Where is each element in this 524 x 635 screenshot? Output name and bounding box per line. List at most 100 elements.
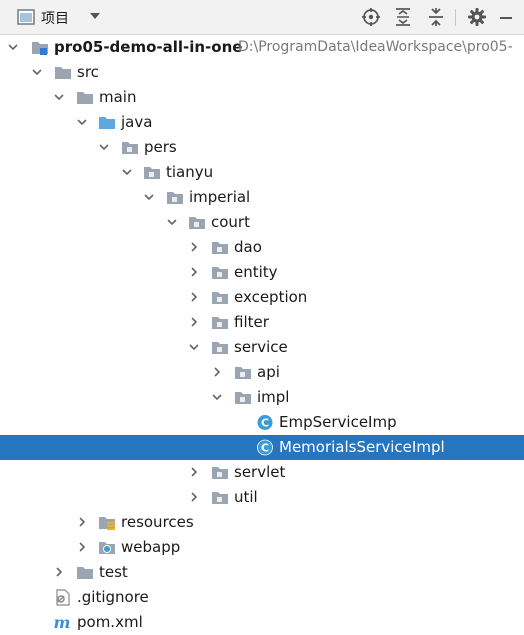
folder-icon <box>77 92 93 104</box>
project-view-icon[interactable] <box>17 9 35 25</box>
tree-item-label: main <box>99 88 137 106</box>
package-icon <box>212 242 228 254</box>
chevron-down-icon[interactable] <box>211 391 223 403</box>
package-icon <box>212 342 228 354</box>
chevron-right-icon[interactable] <box>188 466 200 478</box>
tree-item-service[interactable]: service <box>0 335 524 360</box>
chevron-down-icon[interactable] <box>98 141 110 153</box>
tree-item-label: src <box>77 63 99 81</box>
tree-item-project-root[interactable]: pro05-demo-all-in-one D:\ProgramData\Ide… <box>0 35 524 60</box>
tree-item-pom-xml[interactable]: m pom.xml <box>0 610 524 635</box>
project-tree: pro05-demo-all-in-one D:\ProgramData\Ide… <box>0 35 524 633</box>
folder-icon <box>77 567 93 579</box>
tree-item-test[interactable]: test <box>0 560 524 585</box>
chevron-right-icon[interactable] <box>76 541 88 553</box>
tree-item-label: pom.xml <box>77 613 143 631</box>
tree-item-label: webapp <box>121 538 181 556</box>
chevron-down-icon[interactable] <box>7 41 19 53</box>
tree-item-label: util <box>234 488 258 506</box>
tree-item-resources[interactable]: resources <box>0 510 524 535</box>
package-icon <box>235 367 251 379</box>
package-icon <box>212 317 228 329</box>
tree-item-dao[interactable]: dao <box>0 235 524 260</box>
tree-item-label: pers <box>144 138 177 156</box>
tree-item-imperial[interactable]: imperial <box>0 185 524 210</box>
tree-item-label: service <box>234 338 288 356</box>
dropdown-icon[interactable] <box>89 12 101 21</box>
locate-icon[interactable] <box>361 7 381 27</box>
svg-text:C: C <box>261 442 269 455</box>
collapse-all-icon[interactable] <box>426 7 446 27</box>
tree-item-java[interactable]: java <box>0 110 524 135</box>
project-path: D:\ProgramData\IdeaWorkspace\pro05- <box>238 39 513 55</box>
tree-item-label: resources <box>121 513 194 531</box>
tree-item-main[interactable]: main <box>0 85 524 110</box>
chevron-right-icon[interactable] <box>188 316 200 328</box>
package-icon <box>235 392 251 404</box>
tree-item-pers[interactable]: pers <box>0 135 524 160</box>
chevron-down-icon[interactable] <box>31 66 43 78</box>
chevron-right-icon[interactable] <box>211 366 223 378</box>
tree-item-emp-service-imp[interactable]: C EmpServiceImp <box>0 410 524 435</box>
tree-item-entity[interactable]: entity <box>0 260 524 285</box>
chevron-right-icon[interactable] <box>188 241 200 253</box>
tree-item-webapp[interactable]: webapp <box>0 535 524 560</box>
tree-item-impl[interactable]: impl <box>0 385 524 410</box>
tree-item-gitignore[interactable]: .gitignore <box>0 585 524 610</box>
chevron-down-icon[interactable] <box>188 341 200 353</box>
tree-item-label: java <box>121 113 153 131</box>
chevron-down-icon[interactable] <box>121 166 133 178</box>
project-name: pro05-demo-all-in-one <box>54 38 243 56</box>
tree-item-label: test <box>99 563 128 581</box>
package-icon <box>212 292 228 304</box>
tree-item-label: dao <box>234 238 262 256</box>
tree-item-util[interactable]: util <box>0 485 524 510</box>
tree-item-src[interactable]: src <box>0 60 524 85</box>
maven-file-icon: m <box>54 614 71 631</box>
tree-item-label: exception <box>234 288 308 306</box>
gitignore-file-icon <box>56 589 70 606</box>
source-folder-icon <box>99 117 115 129</box>
tree-item-label: .gitignore <box>77 588 149 606</box>
tree-item-label: imperial <box>189 188 251 206</box>
tree-item-tianyu[interactable]: tianyu <box>0 160 524 185</box>
chevron-down-icon[interactable] <box>143 191 155 203</box>
tree-item-label: servlet <box>234 463 286 481</box>
tree-item-label: api <box>257 363 280 381</box>
tree-item-label: court <box>211 213 250 231</box>
tree-item-memorials-service-impl[interactable]: C MemorialsServiceImpl <box>0 435 524 460</box>
tree-item-label: EmpServiceImp <box>279 413 397 431</box>
project-toolbar: 项目 <box>0 0 524 35</box>
chevron-down-icon[interactable] <box>166 216 178 228</box>
project-view-title[interactable]: 项目 <box>41 11 69 27</box>
java-class-icon: C <box>257 439 273 456</box>
chevron-right-icon[interactable] <box>188 491 200 503</box>
toolbar-separator <box>455 9 456 26</box>
chevron-right-icon[interactable] <box>188 291 200 303</box>
tree-item-court[interactable]: court <box>0 210 524 235</box>
chevron-down-icon[interactable] <box>53 91 65 103</box>
module-folder-icon <box>32 42 48 55</box>
chevron-right-icon[interactable] <box>76 516 88 528</box>
svg-text:m: m <box>54 614 71 631</box>
chevron-right-icon[interactable] <box>53 566 65 578</box>
chevron-down-icon[interactable] <box>76 116 88 128</box>
folder-icon <box>55 67 71 79</box>
settings-icon[interactable] <box>467 7 487 27</box>
tree-item-api[interactable]: api <box>0 360 524 385</box>
package-icon <box>189 217 205 229</box>
tree-item-servlet[interactable]: servlet <box>0 460 524 485</box>
tree-item-exception[interactable]: exception <box>0 285 524 310</box>
package-icon <box>122 142 138 154</box>
tree-item-label: filter <box>234 313 269 331</box>
package-icon <box>212 467 228 479</box>
web-folder-icon <box>99 542 115 554</box>
tree-item-label: entity <box>234 263 278 281</box>
package-icon <box>212 267 228 279</box>
tree-item-filter[interactable]: filter <box>0 310 524 335</box>
package-icon <box>212 492 228 504</box>
chevron-right-icon[interactable] <box>188 266 200 278</box>
expand-all-icon[interactable] <box>393 7 413 27</box>
hide-icon[interactable] <box>497 7 517 27</box>
package-icon <box>167 192 183 204</box>
